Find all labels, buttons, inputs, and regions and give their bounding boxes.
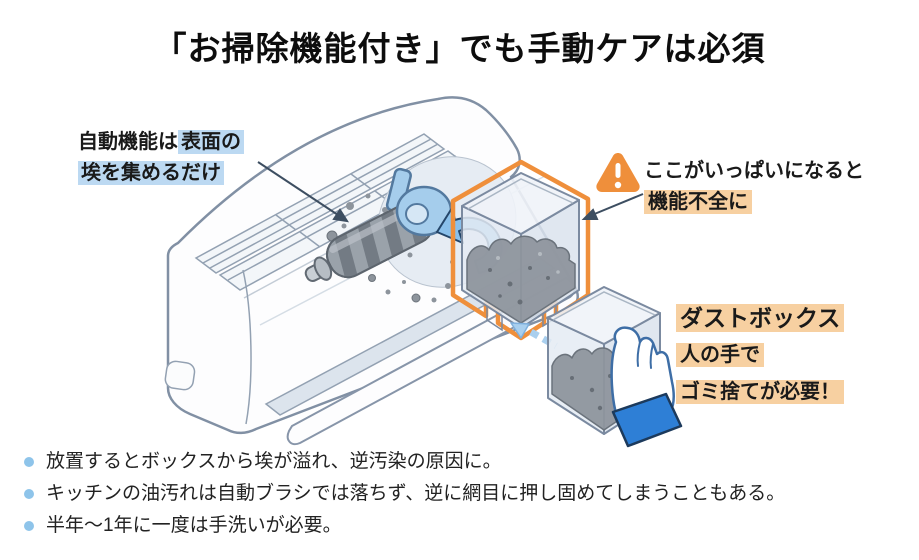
hand xyxy=(610,326,683,448)
callout-auto-line2: 埃を集めるだけ xyxy=(78,158,244,189)
callout-auto-line1-mark: 表面の xyxy=(178,130,244,154)
callout-dustbox-title-mark: ダストボックス xyxy=(676,304,845,332)
dust-mound xyxy=(466,235,576,324)
sleeve xyxy=(611,392,683,448)
note-text: キッチンの油汚れは自動ブラシでは落ちず、逆に網目に押し固めてしまうこともある。 xyxy=(46,483,786,504)
callout-dustbox: ダストボックス 人の手で ゴミ捨てが必要！ xyxy=(676,300,845,411)
callout-dustbox-line3-mark: ゴミ捨てが必要！ xyxy=(676,380,844,404)
brush-roller xyxy=(304,167,453,282)
callout-auto-line2-mark: 埃を集めるだけ xyxy=(78,161,224,185)
bullet-icon xyxy=(24,521,34,531)
callout-dustbox-line2-mark: 人の手で xyxy=(676,343,764,367)
end-cap-crease xyxy=(242,269,252,425)
highlight-outline xyxy=(450,159,591,341)
callout-auto-line1: 自動機能は表面の xyxy=(78,127,244,158)
bullet-icon xyxy=(24,489,34,499)
callout-warning-line2-mark: 機能不全に xyxy=(644,190,752,214)
note-item: キッチンの油汚れは自動ブラシでは落ちず、逆に網目に押し固めてしまうこともある。 xyxy=(20,478,900,510)
callout-warning: ここがいっぱいになると 機能不全に xyxy=(644,156,864,218)
note-item: 放置するとボックスから埃が溢れ、逆汚染の原因に。 xyxy=(20,446,900,478)
callout-warning-line1: ここがいっぱいになると xyxy=(644,160,864,182)
note-item: 半年〜1年に一度は手洗いが必要。 xyxy=(20,510,900,542)
warning-triangle-icon xyxy=(596,153,640,192)
note-text: 放置するとボックスから埃が溢れ、逆汚染の原因に。 xyxy=(46,451,502,472)
finger-creases xyxy=(636,341,654,369)
bullet-icon xyxy=(24,457,34,467)
dust-particles xyxy=(326,193,454,303)
callout-auto-line1-plain: 自動機能は xyxy=(78,131,178,153)
side-panel-detail xyxy=(164,360,196,391)
note-text: 半年〜1年に一度は手洗いが必要。 xyxy=(46,515,342,536)
page-title: 「お掃除機能付き」でも手動ケアは必須 xyxy=(153,30,766,67)
callout-warning-line2: 機能不全に xyxy=(644,187,864,218)
remove-arrow xyxy=(510,322,558,350)
callout-dustbox-line2: 人の手で xyxy=(676,337,844,374)
dust-box-full xyxy=(450,159,591,341)
pointer-arrows xyxy=(257,161,644,223)
notes-list: 放置するとボックスから埃が溢れ、逆汚染の原因に。 キッチンの油汚れは自動ブラシで… xyxy=(20,446,900,542)
callout-dustbox-title: ダストボックス xyxy=(676,300,845,337)
callout-dustbox-line3: ゴミ捨てが必要！ xyxy=(676,374,844,411)
callout-auto-function: 自動機能は表面の 埃を集めるだけ xyxy=(78,127,244,189)
